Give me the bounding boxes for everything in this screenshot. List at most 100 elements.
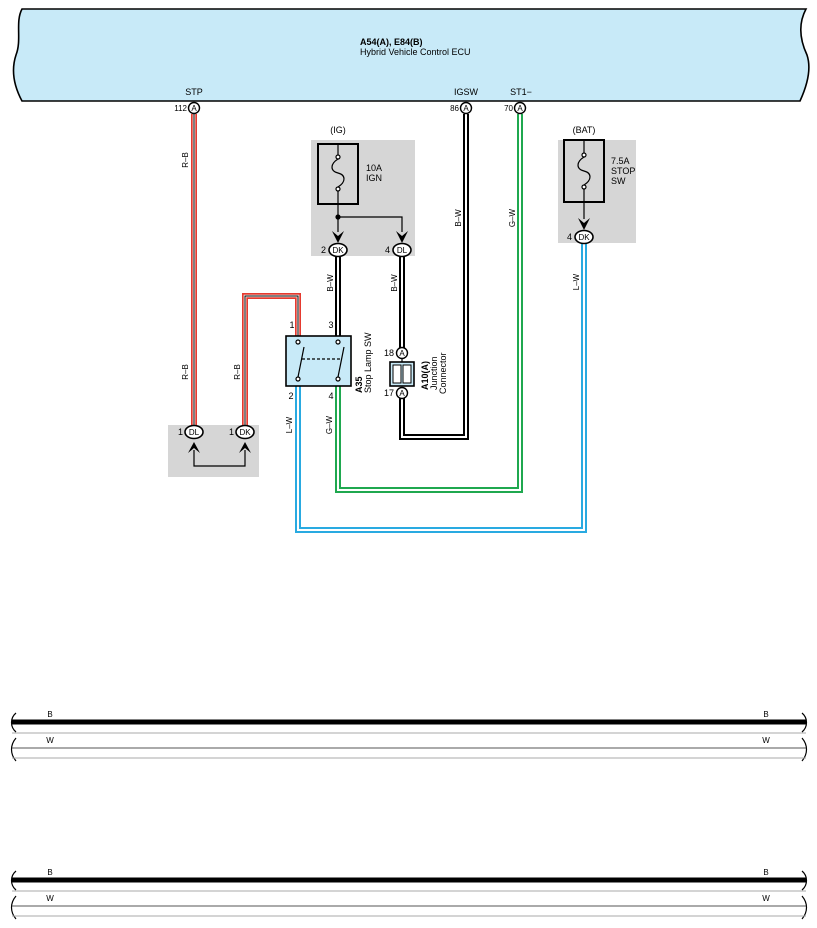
switch-contact <box>295 339 301 345</box>
connector-pin: 2 <box>321 245 326 255</box>
connector-code: DL <box>397 246 408 255</box>
pin-number: 18 <box>384 348 394 358</box>
fuse-icon <box>331 158 345 188</box>
legend-label: W <box>762 894 770 903</box>
bat-fuse: (BAT) 7.5A STOP SW DK 4 <box>563 125 635 245</box>
ecu-pin-st1: ST1− A 70 <box>504 87 532 115</box>
ecu-code: A54(A), E84(B) <box>360 37 423 47</box>
legend-label: W <box>762 736 770 745</box>
wire-label: L–W <box>285 416 294 433</box>
pin-number: 112 <box>174 104 187 113</box>
legend-label: B <box>47 868 52 877</box>
terminal-label: 3 <box>328 320 333 330</box>
splice-link-line <box>193 450 246 467</box>
pin-signal: IGSW <box>454 87 479 97</box>
break-mark-icon <box>10 712 808 762</box>
junction-slot <box>392 364 402 384</box>
connector-code: DK <box>578 233 590 242</box>
arrow-up-icon <box>188 442 200 453</box>
legend-label: B <box>47 710 52 719</box>
wire-label: R–B <box>233 364 242 380</box>
wire-b-w-igsw <box>399 114 469 440</box>
connector-code: DL <box>189 428 200 437</box>
connector-pin: 1 <box>178 427 183 437</box>
switch-contact <box>335 339 341 345</box>
ig-fuse: (IG) 10A IGN DK 2 DL 4 <box>317 125 412 258</box>
connector-dl <box>184 424 204 440</box>
splice-connectors: DL 1 DK 1 <box>178 424 255 467</box>
connector-dk <box>574 229 594 245</box>
legend-label: W <box>46 894 54 903</box>
fuse-rating: 7.5A <box>611 156 630 166</box>
terminal-label: 4 <box>328 391 333 401</box>
pin-circle <box>513 101 527 115</box>
connector-dk <box>328 242 348 258</box>
arrow-down-icon <box>332 231 344 243</box>
wire-label: B–W <box>390 274 399 292</box>
wire-g-w-st1 <box>335 114 523 493</box>
switch-contact <box>295 376 301 382</box>
connector-code: DK <box>332 246 344 255</box>
wire-label: R–B <box>181 152 190 168</box>
switch-name: Stop Lamp SW <box>363 332 373 393</box>
connector-dl <box>392 242 412 258</box>
connector-pin: 4 <box>385 245 390 255</box>
pin-circle <box>459 101 473 115</box>
wire-labels: R–B R–B R–B B–W B–W B–W G–W L–W L–W G–W <box>181 152 581 434</box>
legend-label: B <box>763 710 768 719</box>
pin-connector: A <box>399 349 405 358</box>
stop-lamp-switch: 1 3 2 4 A35 Stop Lamp SW <box>285 320 373 401</box>
ecu-name: Hybrid Vehicle Control ECU <box>360 47 471 57</box>
connector-code: DK <box>239 428 251 437</box>
fuse-terminal <box>581 152 587 158</box>
pin-circle <box>187 101 201 115</box>
junction-name-line1: Junction <box>429 356 439 390</box>
ig-circuit-label: (IG) <box>330 125 346 135</box>
ecu-pin-igsw: IGSW A 86 <box>450 87 479 115</box>
junction-slot <box>402 364 412 384</box>
connector-pin: 1 <box>229 427 234 437</box>
pin-signal: STP <box>185 87 203 97</box>
ecu: A54(A), E84(B) Hybrid Vehicle Control EC… <box>12 8 810 102</box>
arrow-down-icon <box>396 231 408 243</box>
bat-fuse-block <box>558 140 636 243</box>
wire-r-b-switch <box>242 293 301 427</box>
wire-label: B–W <box>454 209 463 227</box>
junction-name-line2: Connector <box>438 352 448 394</box>
junction-dot <box>335 214 341 220</box>
pin-number: 86 <box>450 104 459 113</box>
fuse-terminal <box>335 154 341 160</box>
switch-blade-icon <box>297 346 345 378</box>
arrow-up-icon <box>239 442 251 453</box>
bat-circuit-label: (BAT) <box>573 125 596 135</box>
ig-fuse-block <box>311 140 415 256</box>
junction-connector: A 18 A 17 A10(A) Junction Connector <box>384 346 448 400</box>
wire-label: G–W <box>325 415 334 434</box>
fuse-name-line1: STOP <box>611 166 635 176</box>
pin-connector: A <box>517 104 523 113</box>
legend-label: W <box>46 736 54 745</box>
ecu-pin-stp: STP A 112 <box>174 87 203 115</box>
legend-label: B <box>763 868 768 877</box>
arrow-down-icon <box>578 218 590 230</box>
break-mark-icon <box>10 870 808 920</box>
pin-number: 70 <box>504 104 513 113</box>
fuse-terminal <box>581 184 587 190</box>
ecu-box <box>12 8 810 102</box>
connector-pin: 4 <box>567 232 572 242</box>
pin-connector: A <box>399 389 405 398</box>
switch-code: A35 <box>354 376 364 393</box>
wire-legend-1: B B W W <box>10 710 808 762</box>
terminal-label: 1 <box>289 320 294 330</box>
fuse-name: IGN <box>366 173 382 183</box>
pin-circle <box>395 386 409 400</box>
pin-number: 17 <box>384 388 394 398</box>
junction-code: A10(A) <box>420 361 430 390</box>
switch-contact <box>335 376 341 382</box>
fuse-rating: 10A <box>366 163 382 173</box>
pin-signal: ST1− <box>510 87 532 97</box>
wire-label: B–W <box>326 274 335 292</box>
fuse-icon <box>577 156 591 186</box>
terminal-label: 2 <box>288 391 293 401</box>
